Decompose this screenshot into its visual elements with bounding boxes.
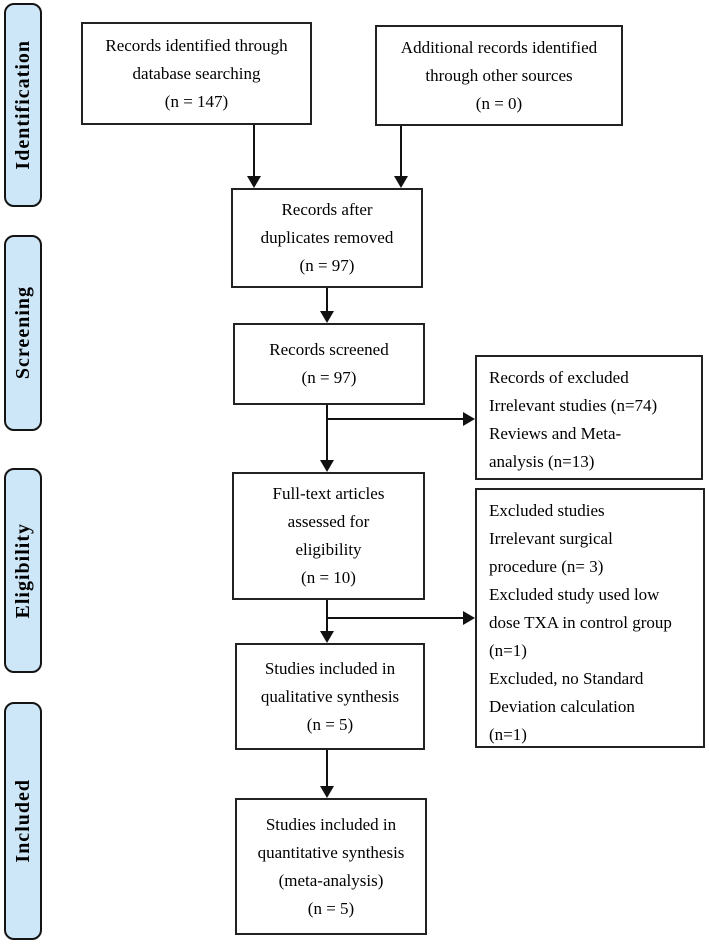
box-additional-records: Additional records identified through ot…	[375, 25, 623, 126]
line-additional-to-duplicates	[400, 126, 402, 178]
line-screened-to-fulltext	[326, 405, 328, 460]
box-fulltext-assessed-count: (n = 10)	[301, 568, 356, 587]
box-quantitative-synthesis-count: (n = 5)	[307, 898, 355, 918]
box-eligibility-excluded-line5: dose TXA in control group	[489, 613, 672, 632]
stage-screening: Screening	[4, 235, 42, 431]
arrowhead-screened-to-fulltext	[320, 460, 334, 472]
arrowhead-duplicates-to-screened	[320, 311, 334, 323]
stage-eligibility: Eligibility	[4, 468, 42, 673]
box-records-screened: Records screened (n = 97)	[233, 323, 425, 405]
box-records-identified-line2: database searching	[132, 63, 261, 83]
box-qualitative-synthesis: Studies included in qualitative synthesi…	[235, 643, 425, 750]
box-duplicates-removed-line2: duplicates removed	[260, 228, 394, 247]
line-screened-to-excluded	[327, 418, 463, 420]
box-fulltext-assessed: Full-text articles assessed for eligibil…	[232, 472, 425, 600]
box-records-identified-line1: Records identified through	[105, 35, 288, 55]
stage-included: Included	[4, 702, 42, 940]
box-screening-excluded-line2: Irrelevant studies (n=74)	[489, 396, 658, 415]
box-records-identified: Records identified through database sear…	[81, 22, 312, 125]
arrowhead-screened-to-excluded	[463, 412, 475, 426]
box-qualitative-synthesis-count: (n = 5)	[306, 714, 354, 734]
box-eligibility-excluded-line8: Deviation calculation	[489, 697, 635, 716]
line-identified-to-duplicates	[253, 125, 255, 178]
box-duplicates-removed-count: (n = 97)	[299, 256, 355, 275]
stage-screening-label: Screening	[11, 286, 34, 380]
box-screening-excluded-line1: Records of excluded	[489, 368, 629, 387]
arrowhead-identified-to-duplicates	[247, 176, 261, 188]
box-fulltext-assessed-line2: assessed for	[287, 512, 370, 531]
arrowhead-fulltext-to-qualitative	[320, 631, 334, 643]
box-eligibility-excluded-line1: Excluded studies	[489, 501, 605, 520]
box-qualitative-synthesis-line1: Studies included in	[264, 658, 396, 678]
box-screening-excluded: Records of excluded Irrelevant studies (…	[475, 355, 703, 480]
box-additional-records-count: (n = 0)	[475, 93, 523, 113]
line-duplicates-to-screened	[326, 288, 328, 311]
box-screening-excluded-line3: Reviews and Meta-	[489, 424, 622, 443]
box-eligibility-excluded: Excluded studies Irrelevant surgical pro…	[475, 488, 705, 748]
stage-identification: Identification	[4, 3, 42, 207]
box-fulltext-assessed-line1: Full-text articles	[272, 484, 385, 503]
box-quantitative-synthesis-line2: quantitative synthesis	[257, 842, 405, 862]
box-fulltext-assessed-line3: eligibility	[295, 540, 362, 559]
box-records-identified-count: (n = 147)	[164, 91, 229, 111]
box-additional-records-line1: Additional records identified	[400, 37, 598, 57]
box-eligibility-excluded-line3: procedure (n= 3)	[489, 557, 604, 576]
box-quantitative-synthesis: Studies included in quantitative synthes…	[235, 798, 427, 935]
box-additional-records-line2: through other sources	[425, 65, 573, 85]
box-screening-excluded-line4: analysis (n=13)	[489, 452, 595, 471]
stage-eligibility-label: Eligibility	[11, 522, 34, 619]
box-quantitative-synthesis-line1: Studies included in	[265, 814, 397, 834]
line-fulltext-to-qualitative	[326, 600, 328, 631]
box-eligibility-excluded-line2: Irrelevant surgical	[489, 529, 613, 548]
stage-included-label: Included	[11, 779, 34, 863]
box-qualitative-synthesis-line2: qualitative synthesis	[260, 686, 400, 706]
arrowhead-fulltext-to-excluded	[463, 611, 475, 625]
box-quantitative-synthesis-line3: (meta-analysis)	[278, 870, 384, 890]
box-duplicates-removed-line1: Records after	[281, 200, 373, 219]
box-records-screened-count: (n = 97)	[301, 368, 357, 387]
line-qualitative-to-quantitative	[326, 750, 328, 786]
stage-identification-label: Identification	[11, 40, 34, 170]
box-eligibility-excluded-line4: Excluded study used low	[489, 585, 660, 604]
box-eligibility-excluded-line6: (n=1)	[489, 641, 527, 660]
box-records-screened-line1: Records screened	[269, 340, 389, 359]
line-fulltext-to-excluded	[327, 617, 463, 619]
box-duplicates-removed: Records after duplicates removed (n = 97…	[231, 188, 423, 288]
box-eligibility-excluded-line9: (n=1)	[489, 725, 527, 744]
box-eligibility-excluded-line7: Excluded, no Standard	[489, 669, 644, 688]
arrowhead-additional-to-duplicates	[394, 176, 408, 188]
arrowhead-qualitative-to-quantitative	[320, 786, 334, 798]
